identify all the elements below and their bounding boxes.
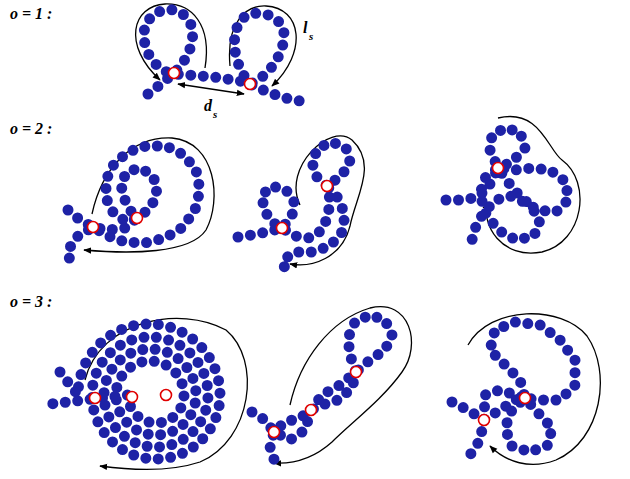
order-label: o = 3 :: [10, 294, 52, 310]
order-label: o = 1 :: [10, 6, 52, 22]
symbol-letter: l: [303, 20, 307, 36]
crossing-markers: [88, 68, 531, 438]
symbol-subscript: s: [213, 109, 217, 120]
symbol-subscript: s: [309, 31, 313, 42]
order-label: o = 2 :: [10, 121, 52, 137]
symbol-letter: d: [204, 98, 212, 114]
bead-chains: [50, 10, 575, 462]
